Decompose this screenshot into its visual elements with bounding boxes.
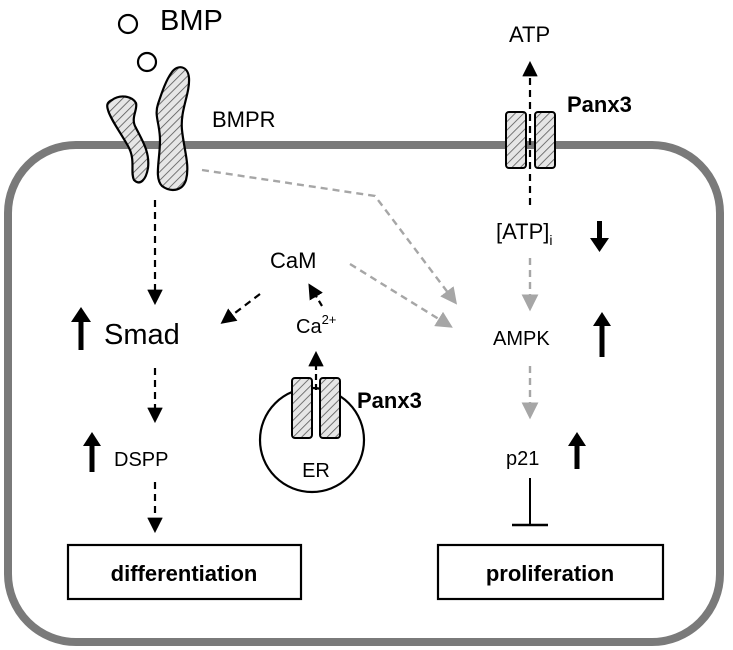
bmp-receptor [106,66,191,192]
dspp-label: DSPP [114,449,168,471]
panx3-er-label: Panx3 [357,388,422,413]
up-arrow-icon [71,307,91,350]
smad-label: Smad [104,319,180,351]
up-arrow-icon [568,432,586,469]
p21-label: p21 [506,448,539,470]
er-label: ER [302,460,330,482]
up-arrow-icon [83,432,101,472]
p21-inhibition-bar [512,478,548,527]
bmp-label: BMP [160,5,223,37]
cam-to-proliferation-arrow [349,262,453,328]
proliferation-label: proliferation [486,561,614,586]
proliferation-box [436,543,665,601]
bmpr-to-proliferation-arrow [201,168,458,305]
cell-membrane [4,141,724,646]
cam-to-smad-arrow [220,293,261,324]
down-arrow-icon [590,221,609,252]
up-arrow-icon [593,312,611,357]
panx3-er-channel [291,377,341,439]
ca-to-cam-arrow [308,283,323,307]
bmp-ligand-circle [117,13,139,35]
bmp-ligand-circle [136,51,158,73]
differentiation-label: differentiation [111,561,258,586]
panx3-membrane-channel [505,111,556,169]
bmpr-label: BMPR [212,107,276,132]
ca-label: Ca2+ [296,312,336,338]
cam-label: CaM [270,248,316,273]
atp-label: ATP [509,22,550,47]
atp-intracellular-label: [ATP]i [496,219,553,248]
ampk-label: AMPK [493,328,550,350]
differentiation-box [66,543,303,601]
panx3-membrane-label: Panx3 [567,92,632,117]
